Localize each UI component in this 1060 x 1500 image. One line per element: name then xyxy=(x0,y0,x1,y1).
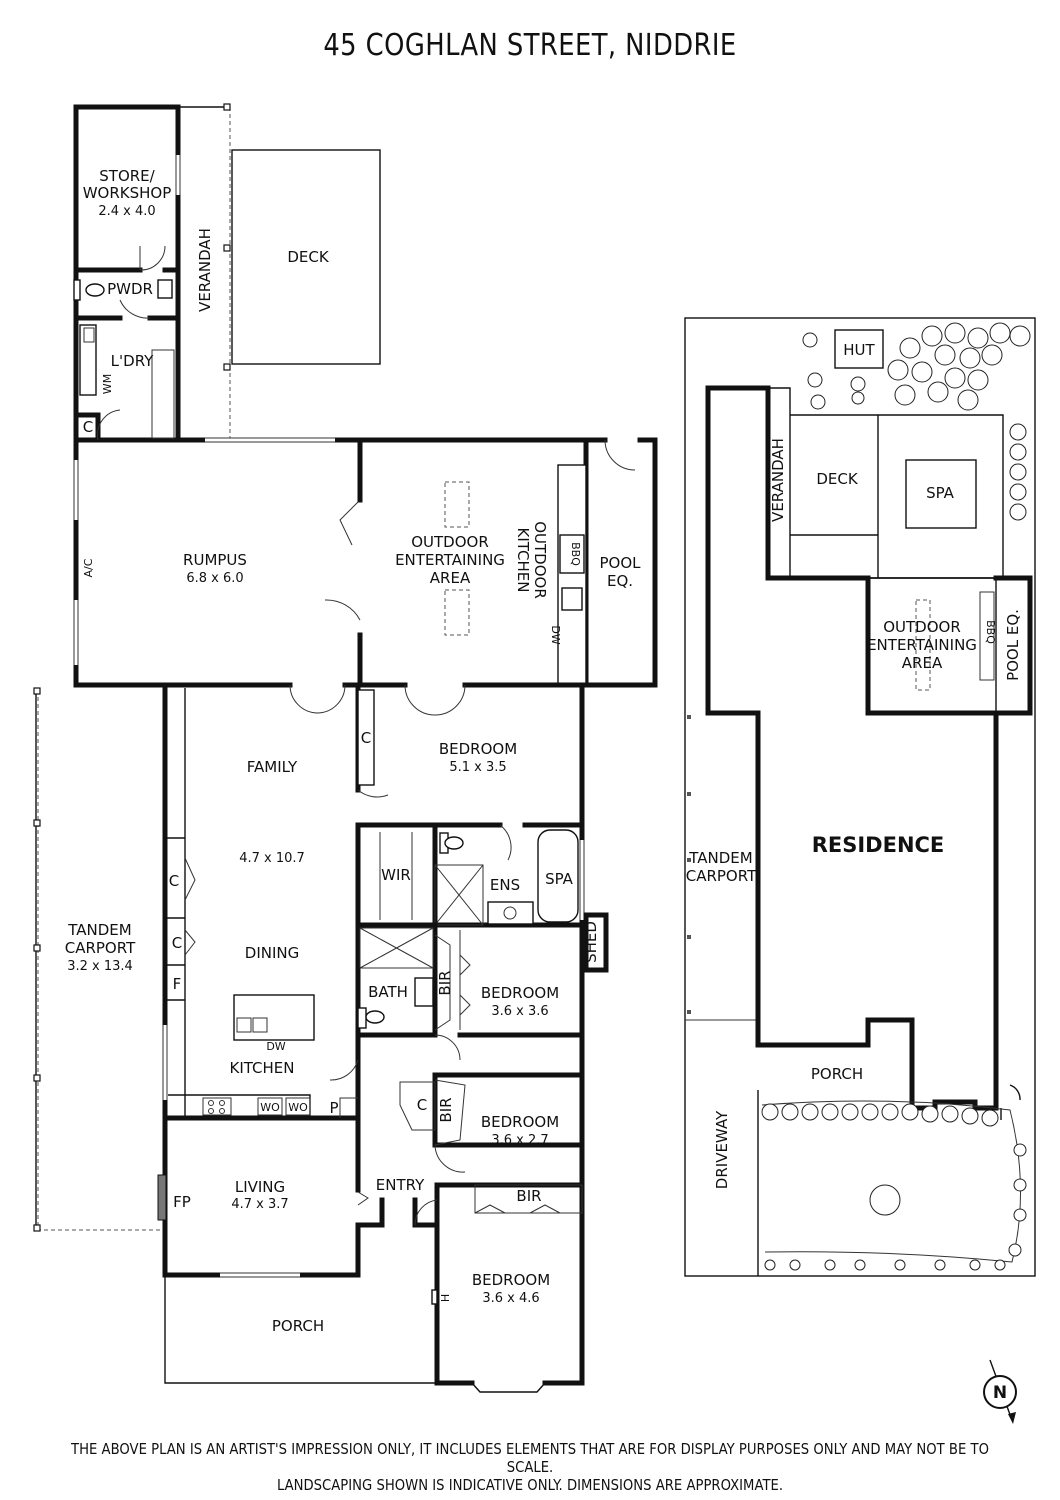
deck-label: DECK xyxy=(287,248,330,266)
fireplace-label: FP xyxy=(173,1193,191,1211)
disclaimer-line-1: THE ABOVE PLAN IS AN ARTIST'S IMPRESSION… xyxy=(71,1440,989,1476)
entry-label: ENTRY xyxy=(376,1176,425,1194)
kitchen-dw-label: DW xyxy=(266,1040,285,1053)
site-spa-label: SPA xyxy=(926,484,955,502)
wir-label: WIR xyxy=(381,866,411,884)
rumpus-dims: 6.8 x 6.0 xyxy=(186,571,243,586)
site-boundary xyxy=(684,317,1036,1277)
dining-label: DINING xyxy=(245,944,299,962)
fireplace xyxy=(157,1174,167,1221)
driveway-label: DRIVEWAY xyxy=(713,1110,731,1189)
disclaimer: THE ABOVE PLAN IS AN ARTIST'S IMPRESSION… xyxy=(64,1440,997,1494)
closet-1-label: C xyxy=(169,872,179,890)
bbq-label: BBQ xyxy=(569,542,582,566)
bed4-bir-label: BIR xyxy=(516,1187,541,1205)
site-bbq-label: BBQ xyxy=(984,620,997,644)
site-outdoor-label-3: AREA xyxy=(902,654,943,672)
store-dims: 2.4 x 4.0 xyxy=(98,204,155,219)
store-label-2: WORKSHOP xyxy=(83,184,172,202)
ac-label: A/C xyxy=(82,558,95,577)
carport-posts xyxy=(33,687,41,1232)
heater-label: H xyxy=(439,1294,452,1302)
verandah-label: VERANDAH xyxy=(196,228,214,312)
garden-trees xyxy=(802,322,1031,521)
spa-room-label: SPA xyxy=(545,870,574,888)
hall-closet-label: C xyxy=(417,1096,427,1114)
bed4-dims: 3.6 x 4.6 xyxy=(482,1291,539,1306)
bed2-bir-label: BIR xyxy=(436,970,454,995)
front-garden-shrubs xyxy=(761,1103,1027,1271)
site-outdoor-label-2: ENTERTAINING xyxy=(867,636,977,654)
bed1-label: BEDROOM xyxy=(439,740,517,758)
closet-2-label: C xyxy=(172,934,182,952)
outdoor-dw-label: DW xyxy=(549,625,562,644)
disclaimer-line-2: LANDSCAPING SHOWN IS INDICATIVE ONLY. DI… xyxy=(276,1476,784,1494)
store-closet-label: C xyxy=(83,418,93,436)
plan-title: 45 COGHLAN STREET, NIDDRIE xyxy=(323,28,737,63)
bed4-label: BEDROOM xyxy=(472,1271,550,1289)
family-dims: 4.7 x 10.7 xyxy=(239,851,305,866)
deck xyxy=(231,149,381,365)
site-pool-eq-label: POOL EQ. xyxy=(1004,609,1022,681)
site-verandah-label: VERANDAH xyxy=(769,438,787,522)
outdoor-label: OUTDOOR xyxy=(411,533,489,551)
carport-dims: 3.2 x 13.4 xyxy=(67,959,133,974)
bed2-dims: 3.6 x 3.6 xyxy=(491,1004,548,1019)
site-plan: HUT VERANDAH DECK SPA OUTDOOR ENTERTAINI… xyxy=(684,317,1036,1277)
main-plan-labels: STORE/ WORKSHOP 2.4 x 4.0 PWDR L'DRY WM … xyxy=(65,167,641,1335)
site-carport-label: TANDEM xyxy=(688,849,752,867)
compass: N xyxy=(983,1359,1017,1424)
residence-label: RESIDENCE xyxy=(812,833,945,857)
bed1-dims: 5.1 x 3.5 xyxy=(449,760,506,775)
shed xyxy=(583,912,609,973)
outdoor-kitchen-label: OUTDOOR xyxy=(531,521,549,599)
wall-oven-2-label: WO xyxy=(288,1101,308,1114)
living-label: LIVING xyxy=(235,1178,285,1196)
living-dims: 4.7 x 3.7 xyxy=(231,1197,288,1212)
fridge-label: F xyxy=(173,975,182,993)
site-hut-label: HUT xyxy=(843,341,875,359)
family-label: FAMILY xyxy=(247,758,298,776)
bed1-closet-label: C xyxy=(361,729,371,747)
main-floor-plan xyxy=(33,103,658,1393)
kitchen-label: KITCHEN xyxy=(230,1059,295,1077)
outdoor-kitchen-bench xyxy=(557,464,587,686)
pool-eq-label-2: EQ. xyxy=(607,572,633,590)
bed2-label: BEDROOM xyxy=(481,984,559,1002)
carport-label-2: CARPORT xyxy=(65,939,136,957)
ens-label: ENS xyxy=(490,876,520,894)
site-hut xyxy=(834,329,884,369)
porch-label: PORCH xyxy=(272,1317,324,1335)
outdoor-label-2: ENTERTAINING xyxy=(395,551,505,569)
outdoor-kitchen-label-2: KITCHEN xyxy=(514,528,532,593)
outdoor-label-3: AREA xyxy=(430,569,471,587)
shed-label: SHED xyxy=(582,921,600,963)
store-label: STORE/ xyxy=(99,167,155,185)
site-outdoor-label: OUTDOOR xyxy=(883,618,961,636)
pool-eq-label: POOL xyxy=(599,554,641,572)
bed3-bir-label: BIR xyxy=(437,1097,455,1122)
wall-oven-1-label: WO xyxy=(260,1101,280,1114)
pantry-label: P xyxy=(329,1099,338,1117)
compass-north-label: N xyxy=(993,1383,1007,1403)
carport-label: TANDEM xyxy=(67,921,131,939)
site-porch-label: PORCH xyxy=(811,1065,863,1083)
bed3-label: BEDROOM xyxy=(481,1113,559,1131)
bed3-dims: 3.6 x 2.7 xyxy=(491,1133,548,1148)
site-spa xyxy=(905,459,977,529)
pwdr-label: PWDR xyxy=(107,280,153,298)
site-carport-label-2: CARPORT xyxy=(686,867,757,885)
bath-label: BATH xyxy=(368,983,408,1001)
rumpus-label: RUMPUS xyxy=(183,551,247,569)
wm-label: WM xyxy=(101,374,114,394)
site-deck-label: DECK xyxy=(816,470,859,488)
ldry-label: L'DRY xyxy=(111,352,154,370)
